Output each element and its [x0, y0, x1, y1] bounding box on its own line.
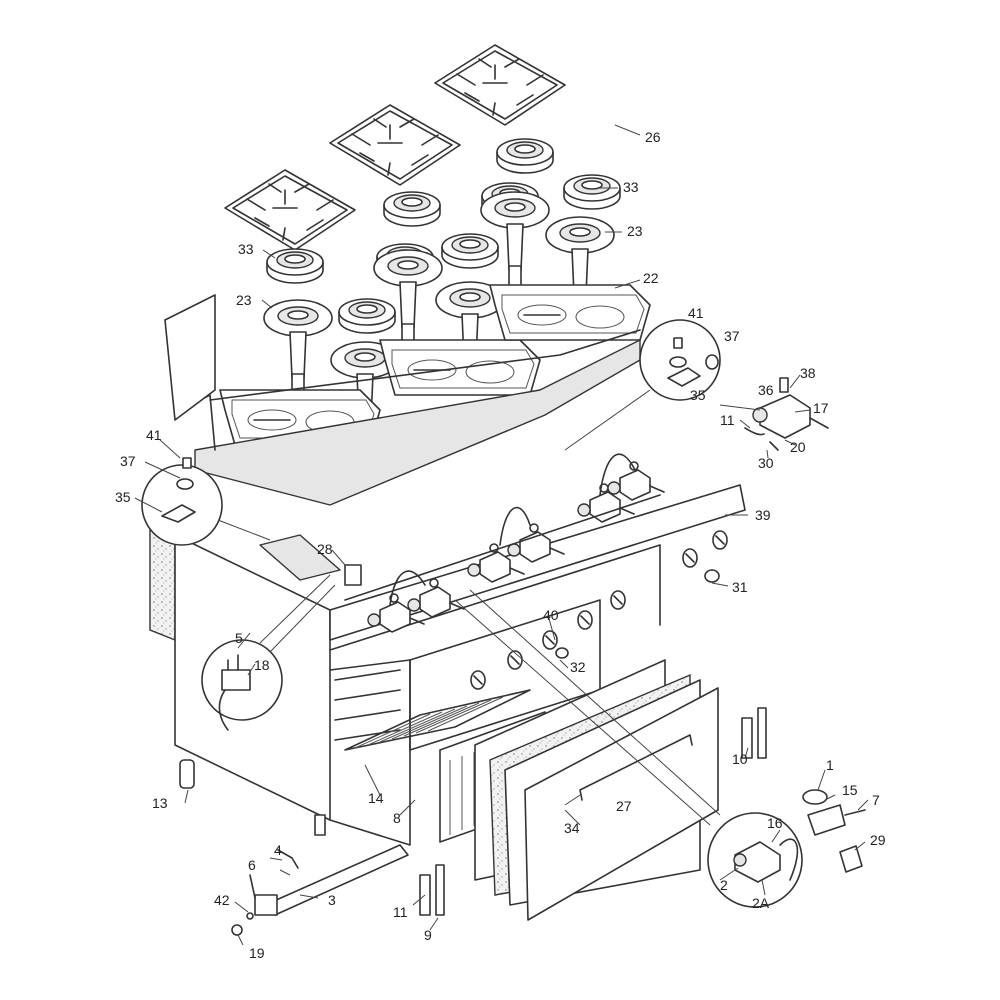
cooktop-tray — [194, 339, 641, 506]
knob-6 — [682, 548, 698, 568]
burner-33-left — [266, 248, 324, 284]
callout-15: 15 — [842, 782, 858, 798]
callout-35-left: 35 — [115, 489, 131, 505]
knob-2 — [507, 650, 523, 670]
door-hinge-right — [741, 707, 767, 759]
callout-33-left: 33 — [238, 241, 254, 257]
callout-11-bottom: 11 — [393, 904, 408, 920]
burner-33-right — [563, 174, 621, 210]
knob-7 — [712, 530, 728, 550]
callout-28: 28 — [317, 541, 333, 557]
callout-4: 4 — [274, 842, 282, 858]
callout-30: 30 — [758, 455, 774, 471]
grate-right — [434, 44, 566, 126]
callout-17: 17 — [813, 400, 829, 416]
callout-13: 13 — [152, 795, 168, 811]
burner-c — [383, 191, 441, 227]
callout-2: 2 — [720, 877, 728, 893]
callout-23-right: 23 — [627, 223, 643, 239]
thermostat-probe — [844, 809, 866, 816]
callout-29: 29 — [870, 832, 886, 848]
callout-26: 26 — [645, 129, 661, 145]
callout-27: 27 — [616, 798, 632, 814]
callout-8: 8 — [393, 810, 401, 826]
callout-35-right: 35 — [690, 387, 706, 403]
callout-22: 22 — [643, 270, 659, 286]
callout-32: 32 — [570, 659, 586, 675]
callout-2a: 2A — [752, 895, 770, 911]
knob-1 — [470, 670, 486, 690]
thermostat-oring — [802, 789, 828, 805]
grate-left — [224, 169, 356, 251]
callout-16: 16 — [767, 815, 783, 831]
callout-40: 40 — [543, 607, 559, 623]
drip-pan-right — [489, 284, 651, 341]
callout-33-right: 33 — [623, 179, 639, 195]
callout-39: 39 — [755, 507, 771, 523]
gas-tubes — [389, 453, 636, 606]
oven-burner-tray — [259, 534, 341, 581]
callout-10: 10 — [732, 751, 748, 767]
grate-middle — [329, 104, 461, 186]
leveling-foot — [179, 759, 195, 789]
callout-34: 34 — [564, 820, 580, 836]
door-hinge-left — [419, 864, 445, 916]
callout-9: 9 — [424, 927, 432, 943]
callout-36: 36 — [758, 382, 774, 398]
callout-23-left: 23 — [236, 292, 252, 308]
front-foot — [314, 814, 326, 836]
cap-i — [373, 249, 443, 347]
gas-manifold — [344, 494, 661, 601]
fitting-42 — [246, 912, 254, 920]
callout-5: 5 — [235, 630, 243, 646]
fitting-19 — [231, 924, 243, 936]
callout-11-top: 11 — [720, 412, 735, 428]
door-handle — [579, 734, 693, 801]
callout-38: 38 — [800, 365, 816, 381]
callout-18: 18 — [254, 657, 270, 673]
valve-28 — [344, 564, 362, 586]
valve-6 — [607, 461, 665, 501]
oring-32 — [555, 647, 569, 659]
oring-31 — [704, 569, 720, 583]
cap-23-left — [263, 299, 333, 397]
pilot-4 — [277, 849, 299, 869]
knob-4 — [577, 610, 593, 630]
burner-f — [338, 298, 396, 334]
burner-b — [441, 233, 499, 269]
callout-20: 20 — [790, 439, 806, 455]
electrode-6 — [249, 874, 256, 899]
callout-41-left: 41 — [146, 427, 162, 443]
thermostat-29 — [839, 845, 863, 873]
burner-injector — [254, 894, 278, 916]
knob-5 — [610, 590, 626, 610]
valve-assembly-detail — [744, 377, 829, 451]
callout-14: 14 — [368, 790, 384, 806]
callout-37-right: 37 — [724, 328, 740, 344]
callout-3: 3 — [328, 892, 336, 908]
callout-1: 1 — [826, 757, 834, 773]
callout-19: 19 — [249, 945, 265, 961]
burner-e — [496, 138, 554, 174]
callout-31: 31 — [732, 579, 748, 595]
callout-7: 7 — [872, 792, 880, 808]
callout-37-left: 37 — [120, 453, 136, 469]
thermostat-bracket — [807, 804, 846, 836]
backsplash — [164, 294, 216, 421]
callout-41-right: 41 — [688, 305, 704, 321]
callout-42: 42 — [214, 892, 230, 908]
oven-rack — [344, 689, 531, 751]
callout-6: 6 — [248, 857, 256, 873]
